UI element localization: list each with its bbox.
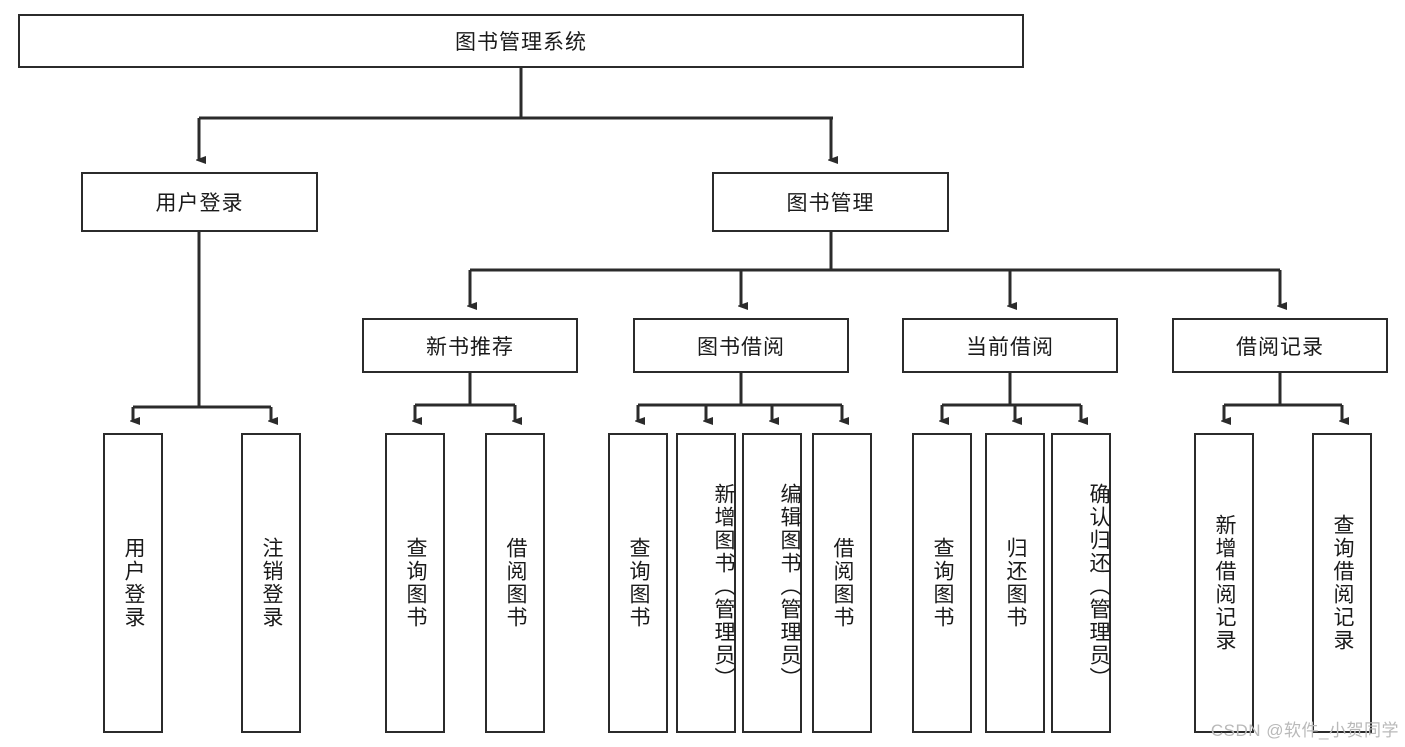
node-label-leaf-edit-book: 编辑图书（管理员） — [778, 482, 801, 690]
node-label-book-management: 图书管理 — [786, 192, 875, 215]
node-leaf-query-book-1[interactable]: 查询图书 — [385, 433, 445, 733]
node-label-leaf-query-book-1: 查询图书 — [404, 537, 428, 629]
node-leaf-query-book-2[interactable]: 查询图书 — [608, 433, 668, 733]
node-leaf-add-record[interactable]: 新增借阅记录 — [1194, 433, 1254, 733]
node-label-leaf-borrow-book-1: 借阅图书 — [504, 537, 528, 629]
node-label-borrow-record: 借阅记录 — [1236, 335, 1324, 359]
node-label-root: 图书管理系统 — [455, 31, 587, 54]
node-leaf-borrow-book-1[interactable]: 借阅图书 — [485, 433, 545, 733]
node-label-user-login: 用户登录 — [155, 192, 244, 215]
node-label-new-book-recommend: 新书推荐 — [426, 335, 514, 359]
node-current-borrow[interactable]: 当前借阅 — [902, 318, 1118, 373]
node-root[interactable]: 图书管理系统 — [18, 14, 1024, 68]
node-label-leaf-return-book: 归还图书 — [1004, 537, 1028, 629]
node-label-leaf-query-book-3: 查询图书 — [931, 537, 955, 629]
node-leaf-confirm-return[interactable]: 确认归还（管理员） — [1051, 433, 1111, 733]
node-leaf-add-book[interactable]: 新增图书（管理员） — [676, 433, 736, 733]
node-new-book-recommend[interactable]: 新书推荐 — [362, 318, 578, 373]
node-label-leaf-user-login: 用户登录 — [122, 537, 146, 629]
node-leaf-return-book[interactable]: 归还图书 — [985, 433, 1045, 733]
node-leaf-borrow-book-2[interactable]: 借阅图书 — [812, 433, 872, 733]
node-label-leaf-add-record: 新增借阅记录 — [1213, 514, 1237, 652]
node-label-leaf-logout-login: 注销登录 — [260, 537, 284, 629]
node-leaf-query-record[interactable]: 查询借阅记录 — [1312, 433, 1372, 733]
node-label-leaf-confirm-return: 确认归还（管理员） — [1087, 482, 1110, 690]
node-leaf-logout-login[interactable]: 注销登录 — [241, 433, 301, 733]
node-leaf-user-login[interactable]: 用户登录 — [103, 433, 163, 733]
node-leaf-edit-book[interactable]: 编辑图书（管理员） — [742, 433, 802, 733]
node-leaf-query-book-3[interactable]: 查询图书 — [912, 433, 972, 733]
node-label-current-borrow: 当前借阅 — [966, 335, 1054, 359]
node-borrow-record[interactable]: 借阅记录 — [1172, 318, 1388, 373]
node-label-leaf-add-book: 新增图书（管理员） — [712, 482, 735, 690]
node-label-leaf-query-book-2: 查询图书 — [627, 537, 651, 629]
node-book-management[interactable]: 图书管理 — [712, 172, 949, 232]
node-label-book-borrow: 图书借阅 — [697, 335, 785, 359]
csdn-watermark: CSDN @软件_小贺同学 — [1210, 721, 1399, 740]
node-label-leaf-borrow-book-2: 借阅图书 — [831, 537, 855, 629]
node-label-leaf-query-record: 查询借阅记录 — [1331, 514, 1355, 652]
node-book-borrow[interactable]: 图书借阅 — [633, 318, 849, 373]
node-user-login[interactable]: 用户登录 — [81, 172, 318, 232]
